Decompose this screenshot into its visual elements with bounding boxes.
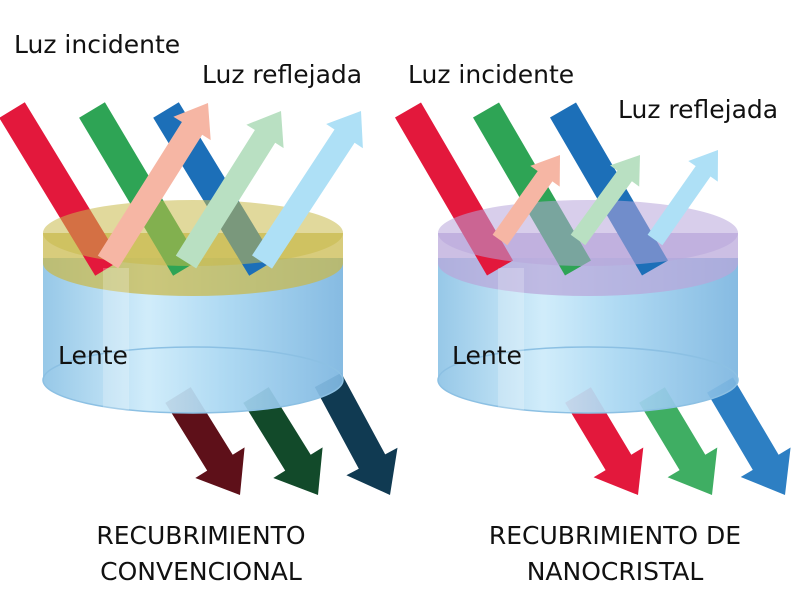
caption-line-2: NANOCRISTAL: [526, 557, 704, 586]
nanocrystal-coating-caption: RECUBRIMIENTO DE NANOCRISTAL: [480, 518, 750, 590]
incident-light-label: Luz incidente: [14, 30, 181, 59]
nanocrystal-coating-panel: [395, 102, 791, 495]
transmitted-light-arrow: [243, 387, 323, 495]
caption-line-1: RECUBRIMIENTO: [96, 521, 306, 550]
lens-bottom-edge: [42, 346, 344, 414]
reflected-light-label: Luz reflejada: [618, 95, 779, 124]
reflected-light-arrow: [492, 155, 560, 246]
transmitted-light-arrow: [565, 387, 644, 495]
lens-highlight: [498, 268, 524, 410]
transmitted-light-arrow: [314, 372, 398, 495]
reflected-light-label: Luz reflejada: [202, 60, 363, 89]
reflected-light-arrow: [97, 103, 211, 269]
reflected-light-arrow: [647, 150, 718, 246]
lens-label: Lente: [452, 341, 522, 370]
conventional-coating-panel: [0, 102, 398, 495]
conventional-coating-caption: RECUBRIMIENTO CONVENCIONAL: [86, 518, 316, 590]
caption-line-1: RECUBRIMIENTO DE: [488, 521, 742, 550]
incident-light-label: Luz incidente: [408, 60, 575, 89]
caption-line-2: CONVENCIONAL: [100, 557, 302, 586]
reflected-light-arrow: [570, 155, 640, 246]
lens-body: [43, 258, 343, 413]
lens-body: [438, 258, 738, 413]
transmitted-light-arrow: [165, 387, 245, 495]
reflected-light-arrow: [252, 111, 363, 269]
transmitted-light-arrow: [639, 387, 718, 495]
reflected-light-arrow: [175, 111, 284, 269]
lens-label: Lente: [58, 341, 128, 370]
lens-bottom-edge: [437, 346, 739, 414]
lens-highlight: [103, 268, 129, 410]
transmitted-light-arrow: [707, 377, 791, 495]
